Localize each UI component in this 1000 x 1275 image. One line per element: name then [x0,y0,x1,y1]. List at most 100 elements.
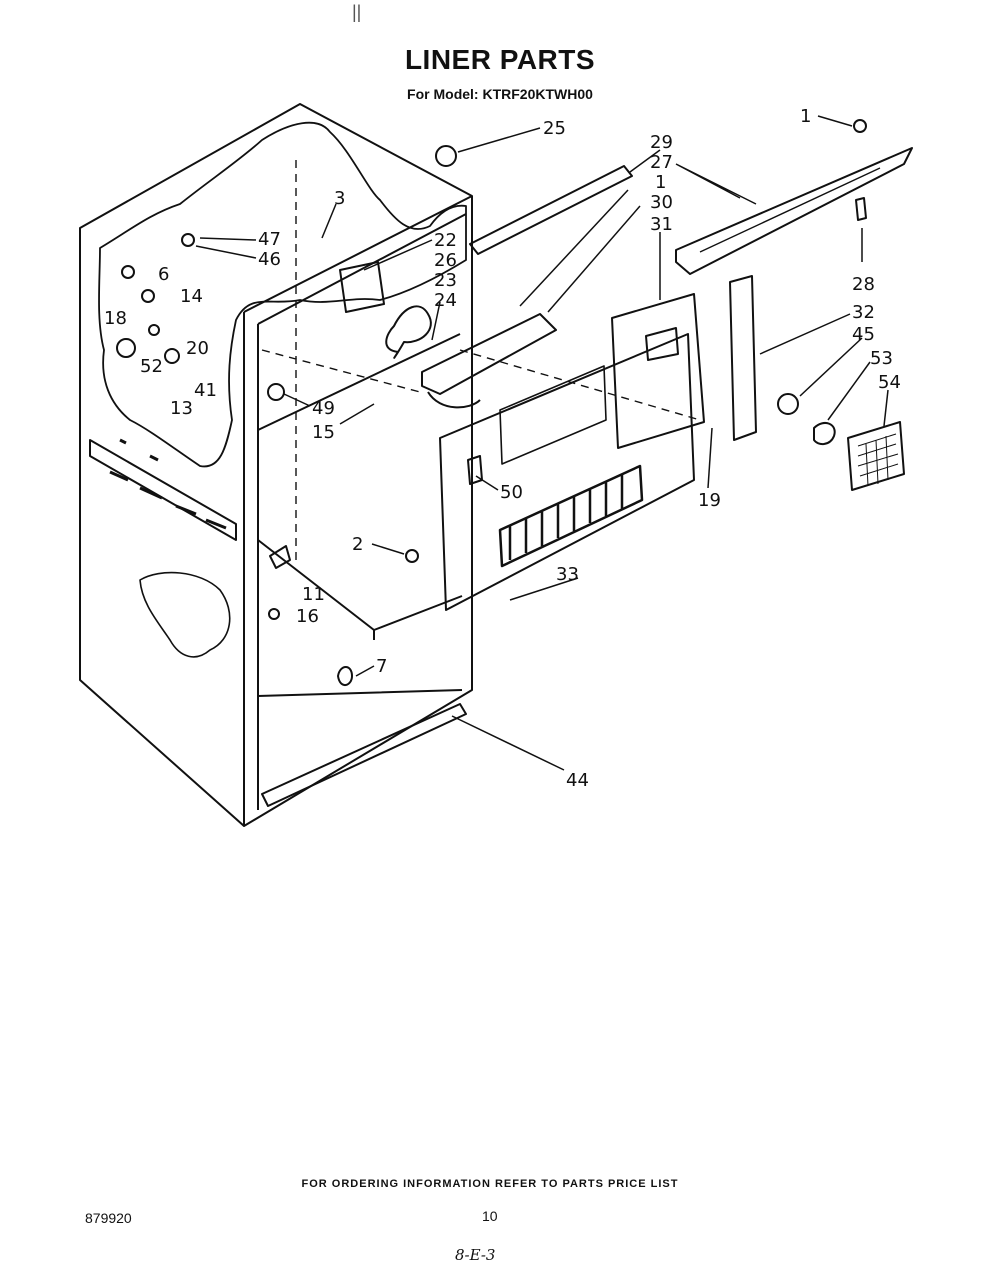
clip-50 [467,455,483,485]
evaporator-cover [421,313,557,395]
grommet-49 [267,383,285,401]
drain-7 [337,666,353,686]
side-cutout [139,571,231,658]
cabinet-front-edge [243,195,473,826]
callout-45: 45 [852,324,875,345]
callout-33: 33 [556,564,579,585]
callout-52: 52 [140,356,163,377]
callout-22: 22 [434,230,457,251]
cap-14 [141,289,155,303]
rail-29 [469,165,633,255]
light-socket-45 [777,393,799,415]
light-shield-54 [847,421,905,491]
callout-30: 30 [650,192,673,213]
leader-54 [883,389,889,427]
leader-27 [675,163,757,205]
callout-24: 24 [434,290,457,311]
screw-2 [405,549,419,563]
document-number: 879920 [85,1210,132,1226]
top-mark: || [352,2,362,22]
callout-23: 23 [434,270,457,291]
light-shield-mesh [857,433,899,487]
cabinet-inner-edge [257,213,467,810]
callout-20: 20 [186,338,209,359]
front-panel-window [499,365,607,465]
leader-49 [283,393,311,407]
grommet-25 [435,145,457,167]
wall-slots [109,438,227,530]
leader-33 [509,577,579,601]
callout-46: 46 [258,249,281,270]
leader-46 [195,245,257,259]
leader-7 [355,665,375,677]
callout-labels: 25 29 27 1 30 31 1 3 47 46 6 14 18 20 52… [104,106,901,791]
callout-41: 41 [194,380,217,401]
callout-16: 16 [296,606,319,627]
callout-25: 25 [543,118,566,139]
callout-27: 27 [650,152,673,173]
callout-32: 32 [852,302,875,323]
rail-27-inner [699,167,881,253]
callout-1-mid: 1 [655,172,666,193]
freezer-back-cutaway [98,121,467,468]
callout-13: 13 [170,398,193,419]
fan-motor [339,261,385,313]
rear-panel-31 [611,293,705,449]
callout-26: 26 [434,250,457,271]
callout-6: 6 [158,264,169,285]
grille-slots [498,464,644,568]
model-subtitle: For Model: KTRF20KTWH00 [407,86,593,102]
handwritten-mark: 8-E-3 [455,1246,496,1264]
fan-blade [385,305,432,359]
leader-47 [199,237,257,241]
callout-54: 54 [878,372,901,393]
clip-11 [269,545,291,569]
hidden-line [261,160,701,560]
bracket-6 [121,265,135,279]
bottom-rail [261,703,467,807]
thermostat-52 [116,338,136,358]
leader-25 [457,127,541,153]
screw-1 [853,119,867,133]
rail-27 [675,147,913,275]
leader-19 [707,427,713,489]
callout-47: 47 [258,229,281,250]
callout-49: 49 [312,398,335,419]
callout-14: 14 [180,286,203,307]
callout-44: 44 [566,770,589,791]
leader-32 [759,313,851,355]
leader-2 [371,543,405,555]
mullion [89,439,237,541]
leader-1-top [817,115,853,127]
callout-19: 19 [698,490,721,511]
leader-29 [629,149,661,173]
cabinet-shell [79,103,473,827]
callout-29: 29 [650,132,673,153]
callout-15: 15 [312,422,335,443]
callout-1-top: 1 [800,106,811,127]
callout-50: 50 [500,482,523,503]
bulb-53 [813,421,836,446]
plug-18 [148,324,160,336]
leader-30 [547,205,641,313]
channel-32 [729,275,757,441]
callout-28: 28 [852,274,875,295]
refrigerator-inner [257,539,463,697]
freezer-floor [257,333,461,431]
callout-11: 11 [302,584,325,605]
bracket-28 [855,197,867,221]
knob-13 [164,348,180,364]
callout-2: 2 [352,534,363,555]
page-title: LINER PARTS [404,44,596,75]
leader-1-mid [519,189,629,307]
leader-45 [799,337,863,397]
callout-31: 31 [650,214,673,235]
leader-24 [431,301,441,341]
leader-53 [827,361,871,421]
leader-22 [363,239,433,271]
leader-44 [451,715,565,771]
ordering-note: FOR ORDERING INFORMATION REFER TO PARTS … [301,1178,679,1190]
leader-50 [475,475,499,491]
callout-3: 3 [334,188,345,209]
